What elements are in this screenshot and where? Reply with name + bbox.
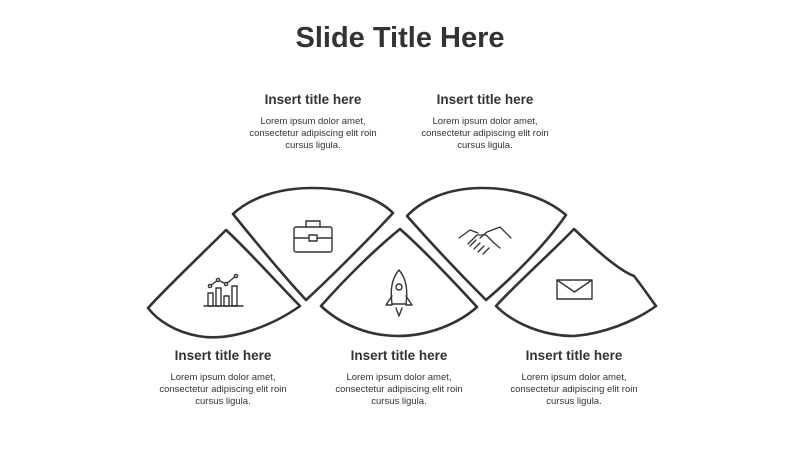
item-title: Insert title here (436, 92, 534, 107)
rocket-icon (385, 269, 413, 317)
item-text-4: Insert title here Lorem ipsum dolor amet… (420, 92, 550, 152)
item-title: Insert title here (264, 92, 362, 107)
item-title: Insert title here (174, 348, 272, 363)
item-body: Lorem ipsum dolor amet, consectetur adip… (249, 116, 377, 151)
segment-2 (231, 186, 395, 302)
handshake-icon (458, 226, 512, 255)
segment-5 (494, 227, 658, 338)
item-text-3: Insert title here Lorem ipsum dolor amet… (334, 348, 464, 408)
item-body: Lorem ipsum dolor amet, consectetur adip… (159, 372, 287, 407)
segment-4 (405, 186, 568, 302)
briefcase-icon (293, 220, 333, 253)
chart-icon (203, 273, 244, 307)
item-title: Insert title here (350, 348, 448, 363)
segment-3 (319, 227, 479, 338)
slide-title: Slide Title Here (295, 22, 505, 54)
item-text-1: Insert title here Lorem ipsum dolor amet… (158, 348, 288, 408)
item-body: Lorem ipsum dolor amet, consectetur adip… (335, 372, 463, 407)
item-title: Insert title here (525, 348, 623, 363)
envelope-icon (556, 279, 593, 300)
item-body: Lorem ipsum dolor amet, consectetur adip… (510, 372, 638, 407)
item-text-5: Insert title here Lorem ipsum dolor amet… (509, 348, 639, 408)
item-body: Lorem ipsum dolor amet, consectetur adip… (421, 116, 549, 151)
item-text-2: Insert title here Lorem ipsum dolor amet… (248, 92, 378, 152)
